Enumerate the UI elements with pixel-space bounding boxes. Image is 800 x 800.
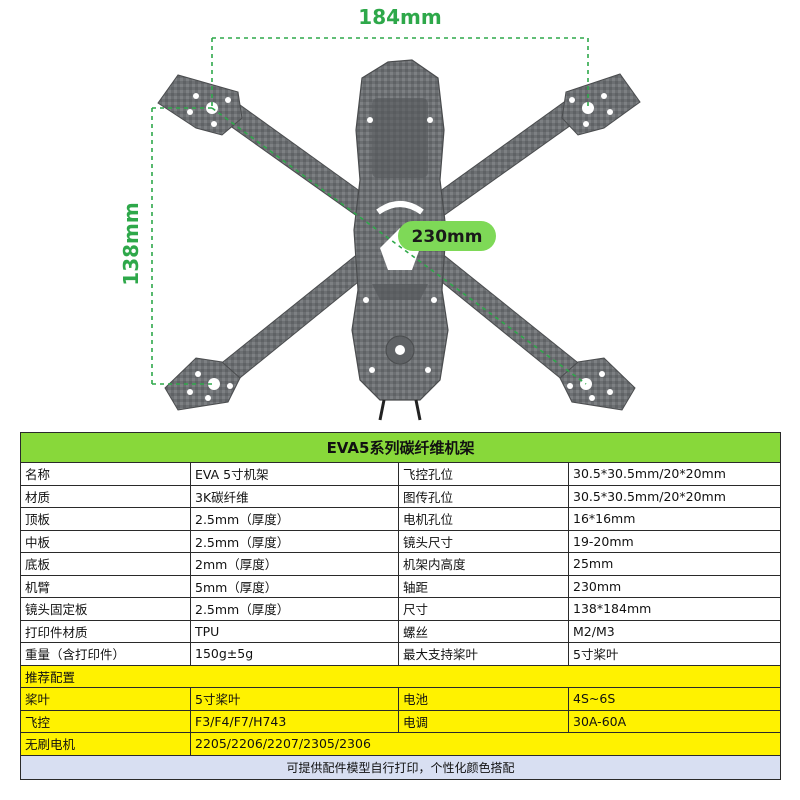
spec-value: 5mm（厚度） (190, 574, 399, 598)
spec-table-title: EVA5系列碳纤维机架 (19, 432, 782, 463)
spec-label: 电池 (398, 687, 569, 711)
table-footer: 可提供配件模型自行打印，个性化颜色搭配 (19, 754, 782, 780)
spec-label: 最大支持桨叶 (398, 642, 569, 666)
spec-value: 2205/2206/2207/2305/2306 (189, 732, 782, 756)
spec-value: 5寸桨叶 (567, 642, 782, 666)
spec-label: 打印件材质 (20, 619, 191, 643)
spec-label: 材质 (20, 484, 191, 508)
footer-row: 可提供配件模型自行打印，个性化颜色搭配 (19, 754, 782, 780)
width-label: 184mm (358, 5, 441, 29)
motor-mount-front-right (561, 73, 641, 136)
spec-label: 电调 (398, 709, 569, 733)
spec-value: M2/M3 (567, 619, 782, 643)
spec-label: 飞控孔位 (398, 462, 569, 486)
motor-mount-front-left (157, 74, 243, 136)
diagonal-dimension-line (211, 107, 587, 385)
spec-value: 19-20mm (567, 529, 782, 553)
spec-label: 重量（含打印件） (20, 642, 191, 666)
spec-label: 桨叶 (20, 687, 191, 711)
spec-label: 镜头尺寸 (398, 529, 569, 553)
spec-value: 138*184mm (567, 597, 782, 621)
spec-value: 2.5mm（厚度） (190, 507, 399, 531)
spec-label: 尺寸 (398, 597, 569, 621)
spec-label: 机架内高度 (398, 552, 569, 576)
spec-label: 顶板 (20, 507, 191, 531)
spec-value: F3/F4/F7/H743 (190, 709, 399, 733)
spec-label: 中板 (20, 529, 191, 553)
spec-label: 底板 (20, 552, 191, 576)
spec-value: TPU (190, 619, 399, 643)
spec-label: 机臂 (20, 574, 191, 598)
spec-value: 30A-60A (567, 709, 782, 733)
frame-diagram: 184mm 138mm 230mm (119, 5, 641, 421)
recommended-header-row: 推荐配置 (19, 664, 782, 688)
spec-value: 2.5mm（厚度） (190, 597, 399, 621)
height-label: 138mm (119, 202, 143, 285)
diagonal-badge: 230mm (398, 221, 496, 251)
recommended-header: 推荐配置 (19, 664, 782, 688)
spec-label: 图传孔位 (398, 484, 569, 508)
spec-value: 16*16mm (567, 507, 782, 531)
spec-label: 飞控 (20, 709, 191, 733)
motor-mount-rear-right (559, 357, 636, 411)
spec-value: 30.5*30.5mm/20*20mm (567, 484, 782, 508)
spec-label: 无刷电机 (20, 732, 191, 756)
spec-label: 螺丝 (398, 619, 569, 643)
spec-value: 4S~6S (567, 687, 782, 711)
spec-value: 25mm (567, 552, 782, 576)
spec-value: 3K碳纤维 (190, 484, 399, 508)
spec-value: 2.5mm（厚度） (190, 529, 399, 553)
spec-label: 镜头固定板 (20, 597, 191, 621)
spec-value: 230mm (567, 574, 782, 598)
spec-label: 电机孔位 (398, 507, 569, 531)
spec-value: 5寸桨叶 (190, 687, 399, 711)
spec-value: 30.5*30.5mm/20*20mm (567, 462, 782, 486)
diagonal-label: 230mm (412, 227, 483, 247)
spec-label: 轴距 (398, 574, 569, 598)
spec-value: 150g±5g (190, 642, 399, 666)
dimension-lines (151, 37, 589, 385)
spec-value: 2mm（厚度） (190, 552, 399, 576)
spec-value: EVA 5寸机架 (190, 462, 399, 486)
spec-label: 名称 (20, 462, 191, 486)
